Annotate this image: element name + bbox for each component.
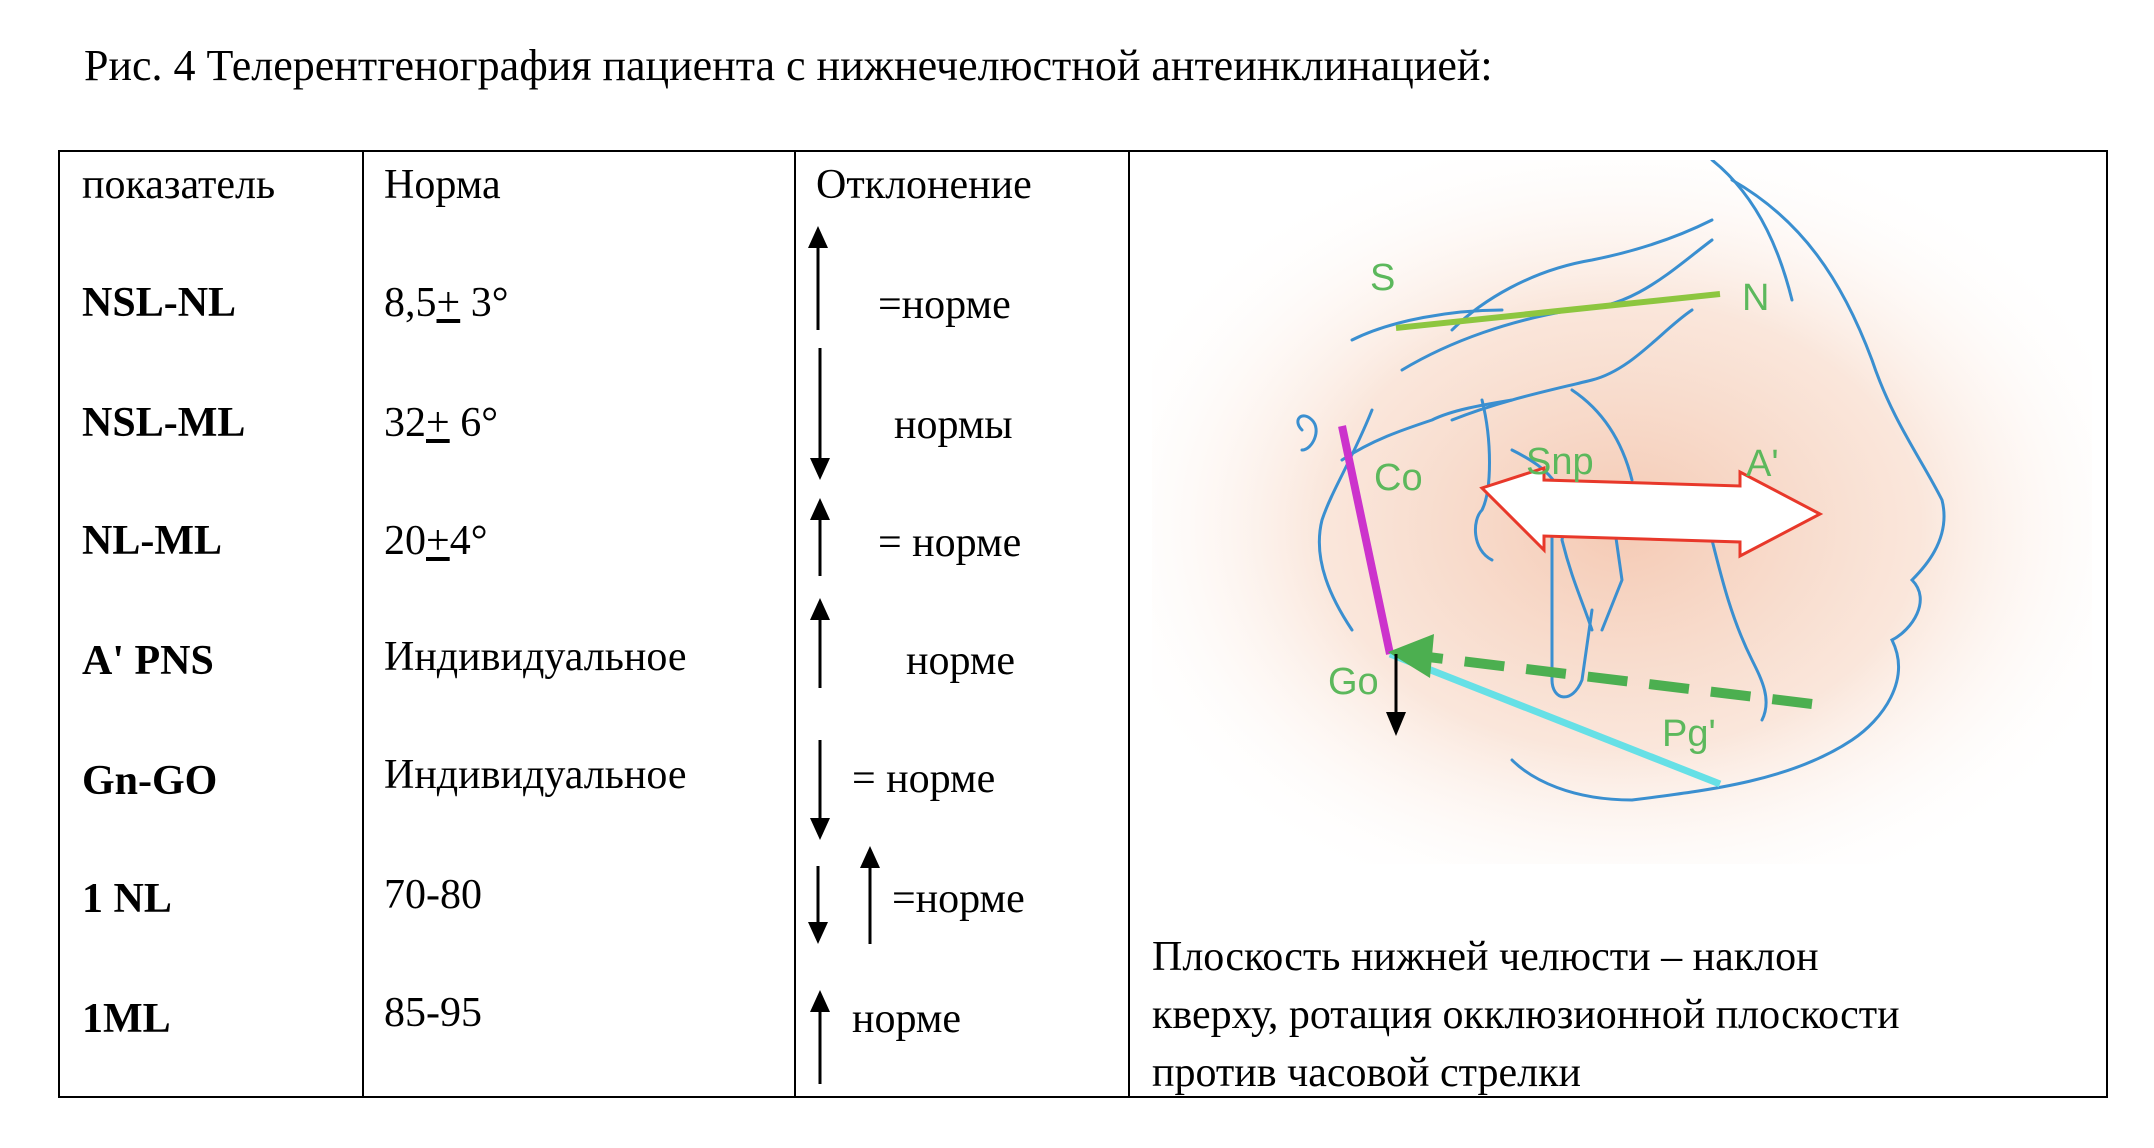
row-deviation: норме — [852, 996, 962, 1042]
note-line: кверху, ротация окклюзионной плоскости — [1152, 992, 1900, 1038]
row-norm: Индивидуальное — [384, 752, 687, 798]
ramus-line — [1338, 425, 1394, 655]
row-indicator: 1 NL — [82, 876, 172, 922]
column-divider — [1128, 152, 1130, 1096]
row-deviation: = норме — [852, 756, 996, 802]
arrow-down-icon — [808, 866, 828, 944]
row-indicator: NL-ML — [82, 518, 222, 564]
row-deviation: =норме — [878, 282, 1011, 328]
occlusal-plane-line — [1419, 651, 1813, 709]
arrow-up-icon — [810, 990, 830, 1084]
column-divider — [362, 152, 364, 1096]
header-deviation: Отклонение — [816, 162, 1032, 208]
row-indicator: NSL-NL — [82, 280, 237, 326]
row-indicator: Gn-GO — [82, 758, 218, 804]
row-indicator: A' PNS — [82, 638, 214, 684]
arrow-up-icon — [810, 598, 830, 688]
row-deviation: =норме — [892, 876, 1025, 922]
row-norm: 20+4° — [384, 518, 488, 564]
row-norm: Индивидуальное — [384, 634, 687, 680]
row-norm: 32+ 6° — [384, 400, 498, 446]
arrow-down-icon — [1386, 712, 1406, 736]
landmark-a-prime: A' — [1746, 443, 1779, 485]
row-norm: 85-95 — [384, 990, 482, 1036]
landmark-pg-prime: Pg' — [1662, 713, 1716, 755]
landmark-n: N — [1742, 277, 1769, 319]
diagram-note: Плоскость нижней челюсти – наклон кверху… — [1152, 928, 2092, 1102]
row-norm: 8,5+ 3° — [384, 280, 509, 326]
note-line: против часовой стрелки — [1152, 1050, 1582, 1096]
arrow-down-icon — [810, 348, 830, 480]
arrow-up-icon — [808, 226, 828, 330]
note-line: Плоскость нижней челюсти – наклон — [1152, 934, 1819, 980]
row-deviation: нормы — [894, 402, 1013, 448]
row-indicator: 1ML — [82, 996, 171, 1042]
row-norm: 70-80 — [384, 872, 482, 918]
cephalometry-table — [58, 150, 2108, 1098]
double-arrow-icon — [1479, 465, 1824, 559]
row-deviation: = норме — [878, 520, 1022, 566]
header-norm: Норма — [384, 162, 501, 208]
arrow-up-icon — [810, 498, 830, 576]
nsl-line — [1395, 291, 1721, 331]
header-indicator: показатель — [82, 162, 276, 208]
cephalogram-diagram: S N Co Snp A' Go Pg' — [1152, 160, 2092, 864]
figure-caption: Рис. 4 Телерентгенография пациента с ниж… — [84, 41, 1493, 90]
row-deviation: норме — [906, 638, 1016, 684]
arrow-up-icon — [860, 846, 880, 944]
landmark-go: Go — [1328, 661, 1379, 703]
row-indicator: NSL-ML — [82, 400, 246, 446]
arrow-down-icon — [810, 740, 830, 840]
landmark-co: Co — [1374, 457, 1423, 499]
skull-tracing — [1296, 160, 1946, 802]
arrow-left-icon — [1388, 634, 1434, 678]
landmark-snp: Snp — [1526, 441, 1594, 483]
column-divider — [794, 152, 796, 1096]
landmark-s: S — [1370, 257, 1395, 299]
mandibular-plane-line — [1388, 650, 1722, 788]
